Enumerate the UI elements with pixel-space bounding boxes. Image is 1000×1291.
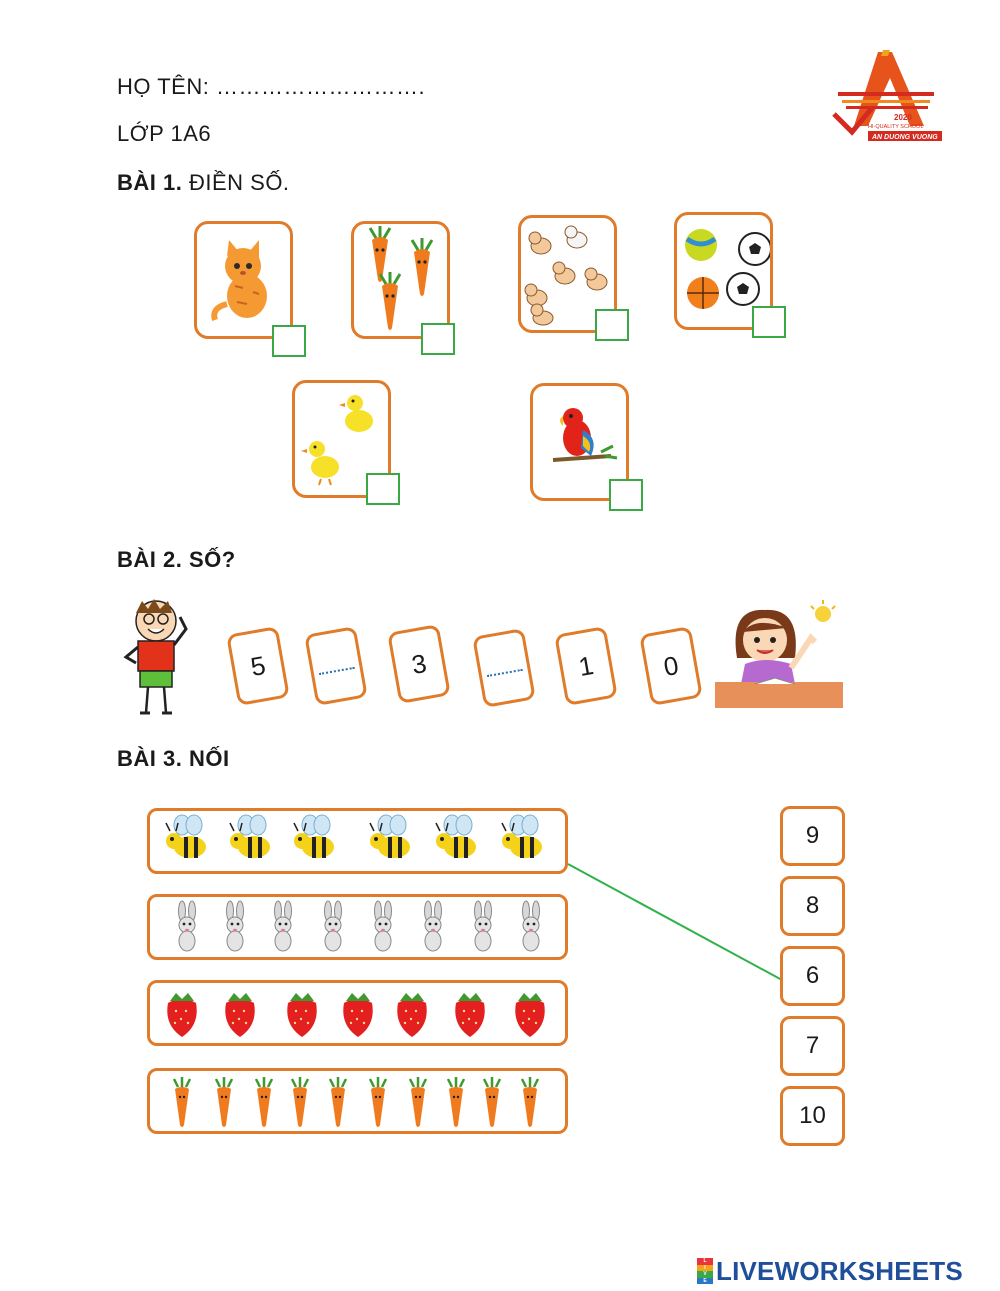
match-row-bees[interactable]	[147, 808, 568, 874]
strawberry-icon	[167, 993, 545, 1037]
match-number-box[interactable]: 7	[780, 1016, 845, 1076]
boy-illustration	[118, 595, 200, 717]
exercise-1-instruction: ĐIỀN SỐ.	[182, 170, 290, 195]
live-badge-icon: L I V E	[697, 1258, 713, 1284]
girl-illustration	[715, 598, 843, 708]
puppy-icon	[524, 225, 608, 326]
match-number-box[interactable]: 8	[780, 876, 845, 936]
exercise-1-number: BÀI 1.	[117, 170, 183, 195]
count-card-carrots	[351, 221, 450, 339]
duck-icon	[301, 395, 373, 486]
answer-box-parrot[interactable]	[609, 479, 643, 511]
ball-icon	[685, 229, 770, 309]
answer-box-cat[interactable]	[272, 325, 306, 357]
brand-text: LIVEWORKSHEETS	[716, 1255, 963, 1286]
match-row-strawberries[interactable]	[147, 980, 568, 1046]
carrot-icon	[172, 1075, 540, 1129]
exercise-3-title: BÀI 3. NỐI	[117, 746, 230, 771]
match-row-rabbits[interactable]	[147, 894, 568, 960]
svg-text:HI-QUALITY SCHOOL: HI-QUALITY SCHOOL	[868, 124, 924, 130]
exercise-2-title: BÀI 2. SỐ?	[117, 547, 236, 572]
carrot-icon	[368, 226, 434, 330]
exercise-1-title: BÀI 1. ĐIỀN SỐ.	[117, 170, 290, 196]
name-field-label: HỌ TÊN: ……………………….	[117, 74, 426, 99]
match-number-box[interactable]: 10	[780, 1086, 845, 1146]
liveworksheets-brand: L I V E LIVEWORKSHEETS	[697, 1256, 963, 1286]
svg-text:AN DUONG VUONG: AN DUONG VUONG	[871, 134, 938, 141]
svg-text:2020: 2020	[894, 113, 912, 122]
answer-box-ducks[interactable]	[366, 473, 400, 505]
rabbit-icon	[178, 900, 540, 952]
class-label: LỚP 1A6	[117, 121, 212, 146]
cat-icon	[211, 240, 267, 321]
match-number-box[interactable]: 9	[780, 806, 845, 866]
count-card-cat	[194, 221, 293, 339]
school-logo: 2020 HI-QUALITY SCHOOL AN DUONG VUONG	[828, 48, 946, 144]
bee-icon	[165, 814, 543, 859]
answer-box-balls[interactable]	[752, 306, 786, 338]
answer-box-carrots[interactable]	[421, 323, 455, 355]
answer-box-puppies[interactable]	[595, 309, 629, 341]
count-card-parrot	[530, 383, 629, 501]
parrot-icon	[552, 408, 618, 462]
match-number-box[interactable]: 6	[780, 946, 845, 1006]
match-row-carrots[interactable]	[147, 1068, 568, 1134]
